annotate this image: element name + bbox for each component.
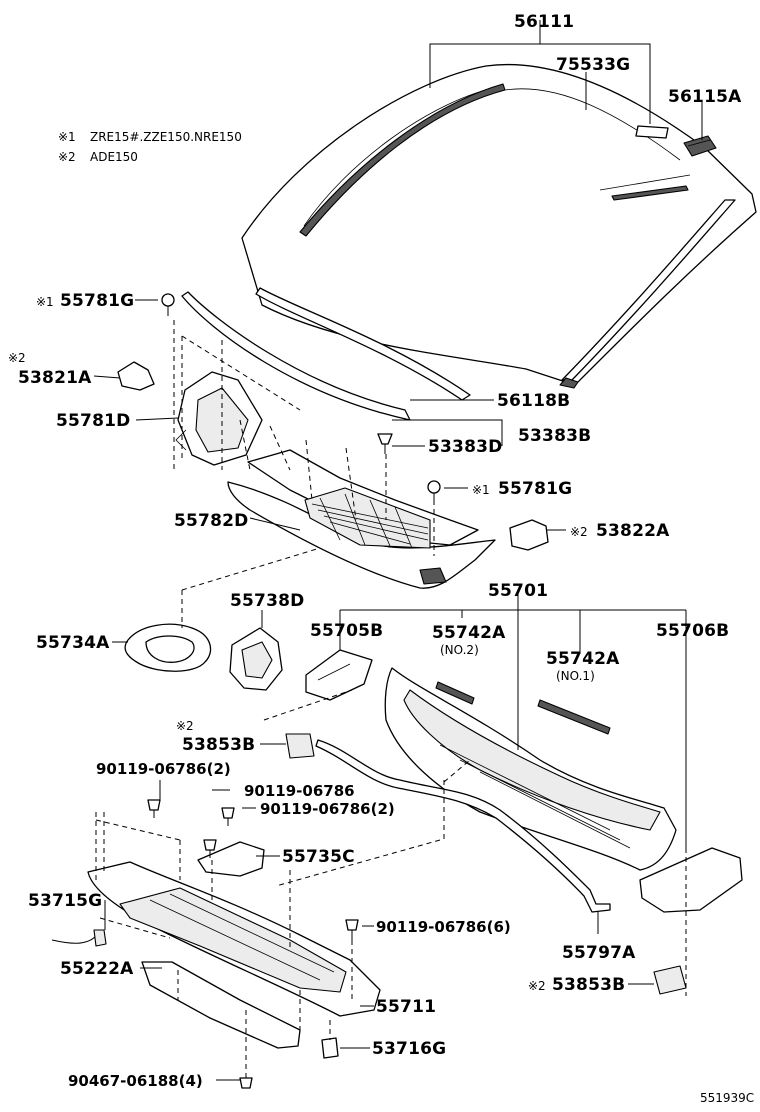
label-53715G: 53715G <box>28 891 102 911</box>
diagram-code: 551939C <box>700 1091 754 1105</box>
label-55781D: 55781D <box>56 411 130 431</box>
mark-55781G-left: ※1 <box>36 295 54 309</box>
note-2-mark: ※2 <box>58 150 76 164</box>
label-53853B-left: 53853B <box>182 735 255 755</box>
note-1-text: ZRE15#.ZZE150.NRE150 <box>90 130 242 144</box>
mark-53821A: ※2 <box>8 351 26 365</box>
label-53853B-right: 53853B <box>552 975 625 995</box>
label-90119-b: 90119-06786 <box>244 782 355 800</box>
seal-55738D <box>229 627 283 691</box>
mark-53853B-right: ※2 <box>528 979 546 993</box>
cushion-53853B-right <box>653 965 687 995</box>
label-55706B: 55706B <box>656 621 729 641</box>
label-90467: 90467-06188(4) <box>68 1072 203 1090</box>
clip-55781G-right <box>427 480 441 503</box>
dash-panel-55711 <box>87 861 381 1017</box>
mark-53822A: ※2 <box>570 525 588 539</box>
plate-55735C <box>197 841 265 877</box>
clip-53383D <box>377 433 393 454</box>
label-55735C: 55735C <box>282 847 355 867</box>
label-90119-a: 90119-06786(2) <box>96 760 231 778</box>
connector-53715G <box>93 929 107 947</box>
bracket-53716G <box>321 1037 339 1059</box>
label-53716G: 53716G <box>372 1039 446 1059</box>
bracket-53821A <box>117 361 155 391</box>
label-55742A-no1-sub: (NO.1) <box>556 669 595 683</box>
cushion-53853B-left <box>285 733 315 759</box>
label-55734A: 55734A <box>36 633 110 653</box>
label-55222A: 55222A <box>60 959 134 979</box>
note-2-text: ADE150 <box>90 150 138 164</box>
part-labels: 56111 75533G 56115A ※1 55781G ※2 53821A … <box>8 12 754 1105</box>
label-55782D: 55782D <box>174 511 248 531</box>
label-56118B: 56118B <box>497 391 570 411</box>
hose-55797A <box>315 739 611 913</box>
leader-lines <box>93 20 703 1081</box>
notes-legend: ※1 ZRE15#.ZZE150.NRE150 ※2 ADE150 <box>58 130 242 164</box>
note-1-mark: ※1 <box>58 130 76 144</box>
retainer-56115A <box>683 135 717 157</box>
mark-55781G-right: ※1 <box>472 483 490 497</box>
insulator-55222A <box>141 961 301 1049</box>
clip-75533G <box>635 125 669 139</box>
label-90119-d: 90119-06786(6) <box>376 918 511 936</box>
mark-53853B-left: ※2 <box>176 719 194 733</box>
label-55738D: 55738D <box>230 591 304 611</box>
dashed-assembly-lines <box>95 320 687 1078</box>
label-53383D: 53383D <box>428 437 502 457</box>
extension-55706B <box>639 847 743 913</box>
cowl-panel-55701 <box>384 667 677 871</box>
label-55705B: 55705B <box>310 621 383 641</box>
label-55797A: 55797A <box>562 943 636 963</box>
label-53822A: 53822A <box>596 521 670 541</box>
label-55742A-no1: 55742A <box>546 649 620 669</box>
clip-55781G-left <box>161 293 175 316</box>
cowl-louver-55782D <box>227 449 496 589</box>
wire-53715G <box>51 935 97 944</box>
label-55781G-right: 55781G <box>498 479 572 499</box>
bracket-55705B <box>305 649 373 701</box>
label-55742A-no2-sub: (NO.2) <box>440 643 479 657</box>
cowl-side-55781D <box>175 371 263 466</box>
windshield-glass <box>241 64 757 389</box>
label-56115A: 56115A <box>668 87 742 107</box>
label-75533G: 75533G <box>556 55 630 75</box>
label-53821A: 53821A <box>18 368 92 388</box>
label-55701: 55701 <box>488 581 548 601</box>
label-90119-c: 90119-06786(2) <box>260 800 395 818</box>
label-53383B: 53383B <box>518 426 591 446</box>
seal-55734A <box>124 623 212 672</box>
label-55742A-no2: 55742A <box>432 623 506 643</box>
label-56111: 56111 <box>514 12 574 32</box>
screw-icons <box>147 799 359 1089</box>
label-55711: 55711 <box>376 997 436 1017</box>
label-55781G-left: 55781G <box>60 291 134 311</box>
bracket-53822A <box>509 519 549 551</box>
